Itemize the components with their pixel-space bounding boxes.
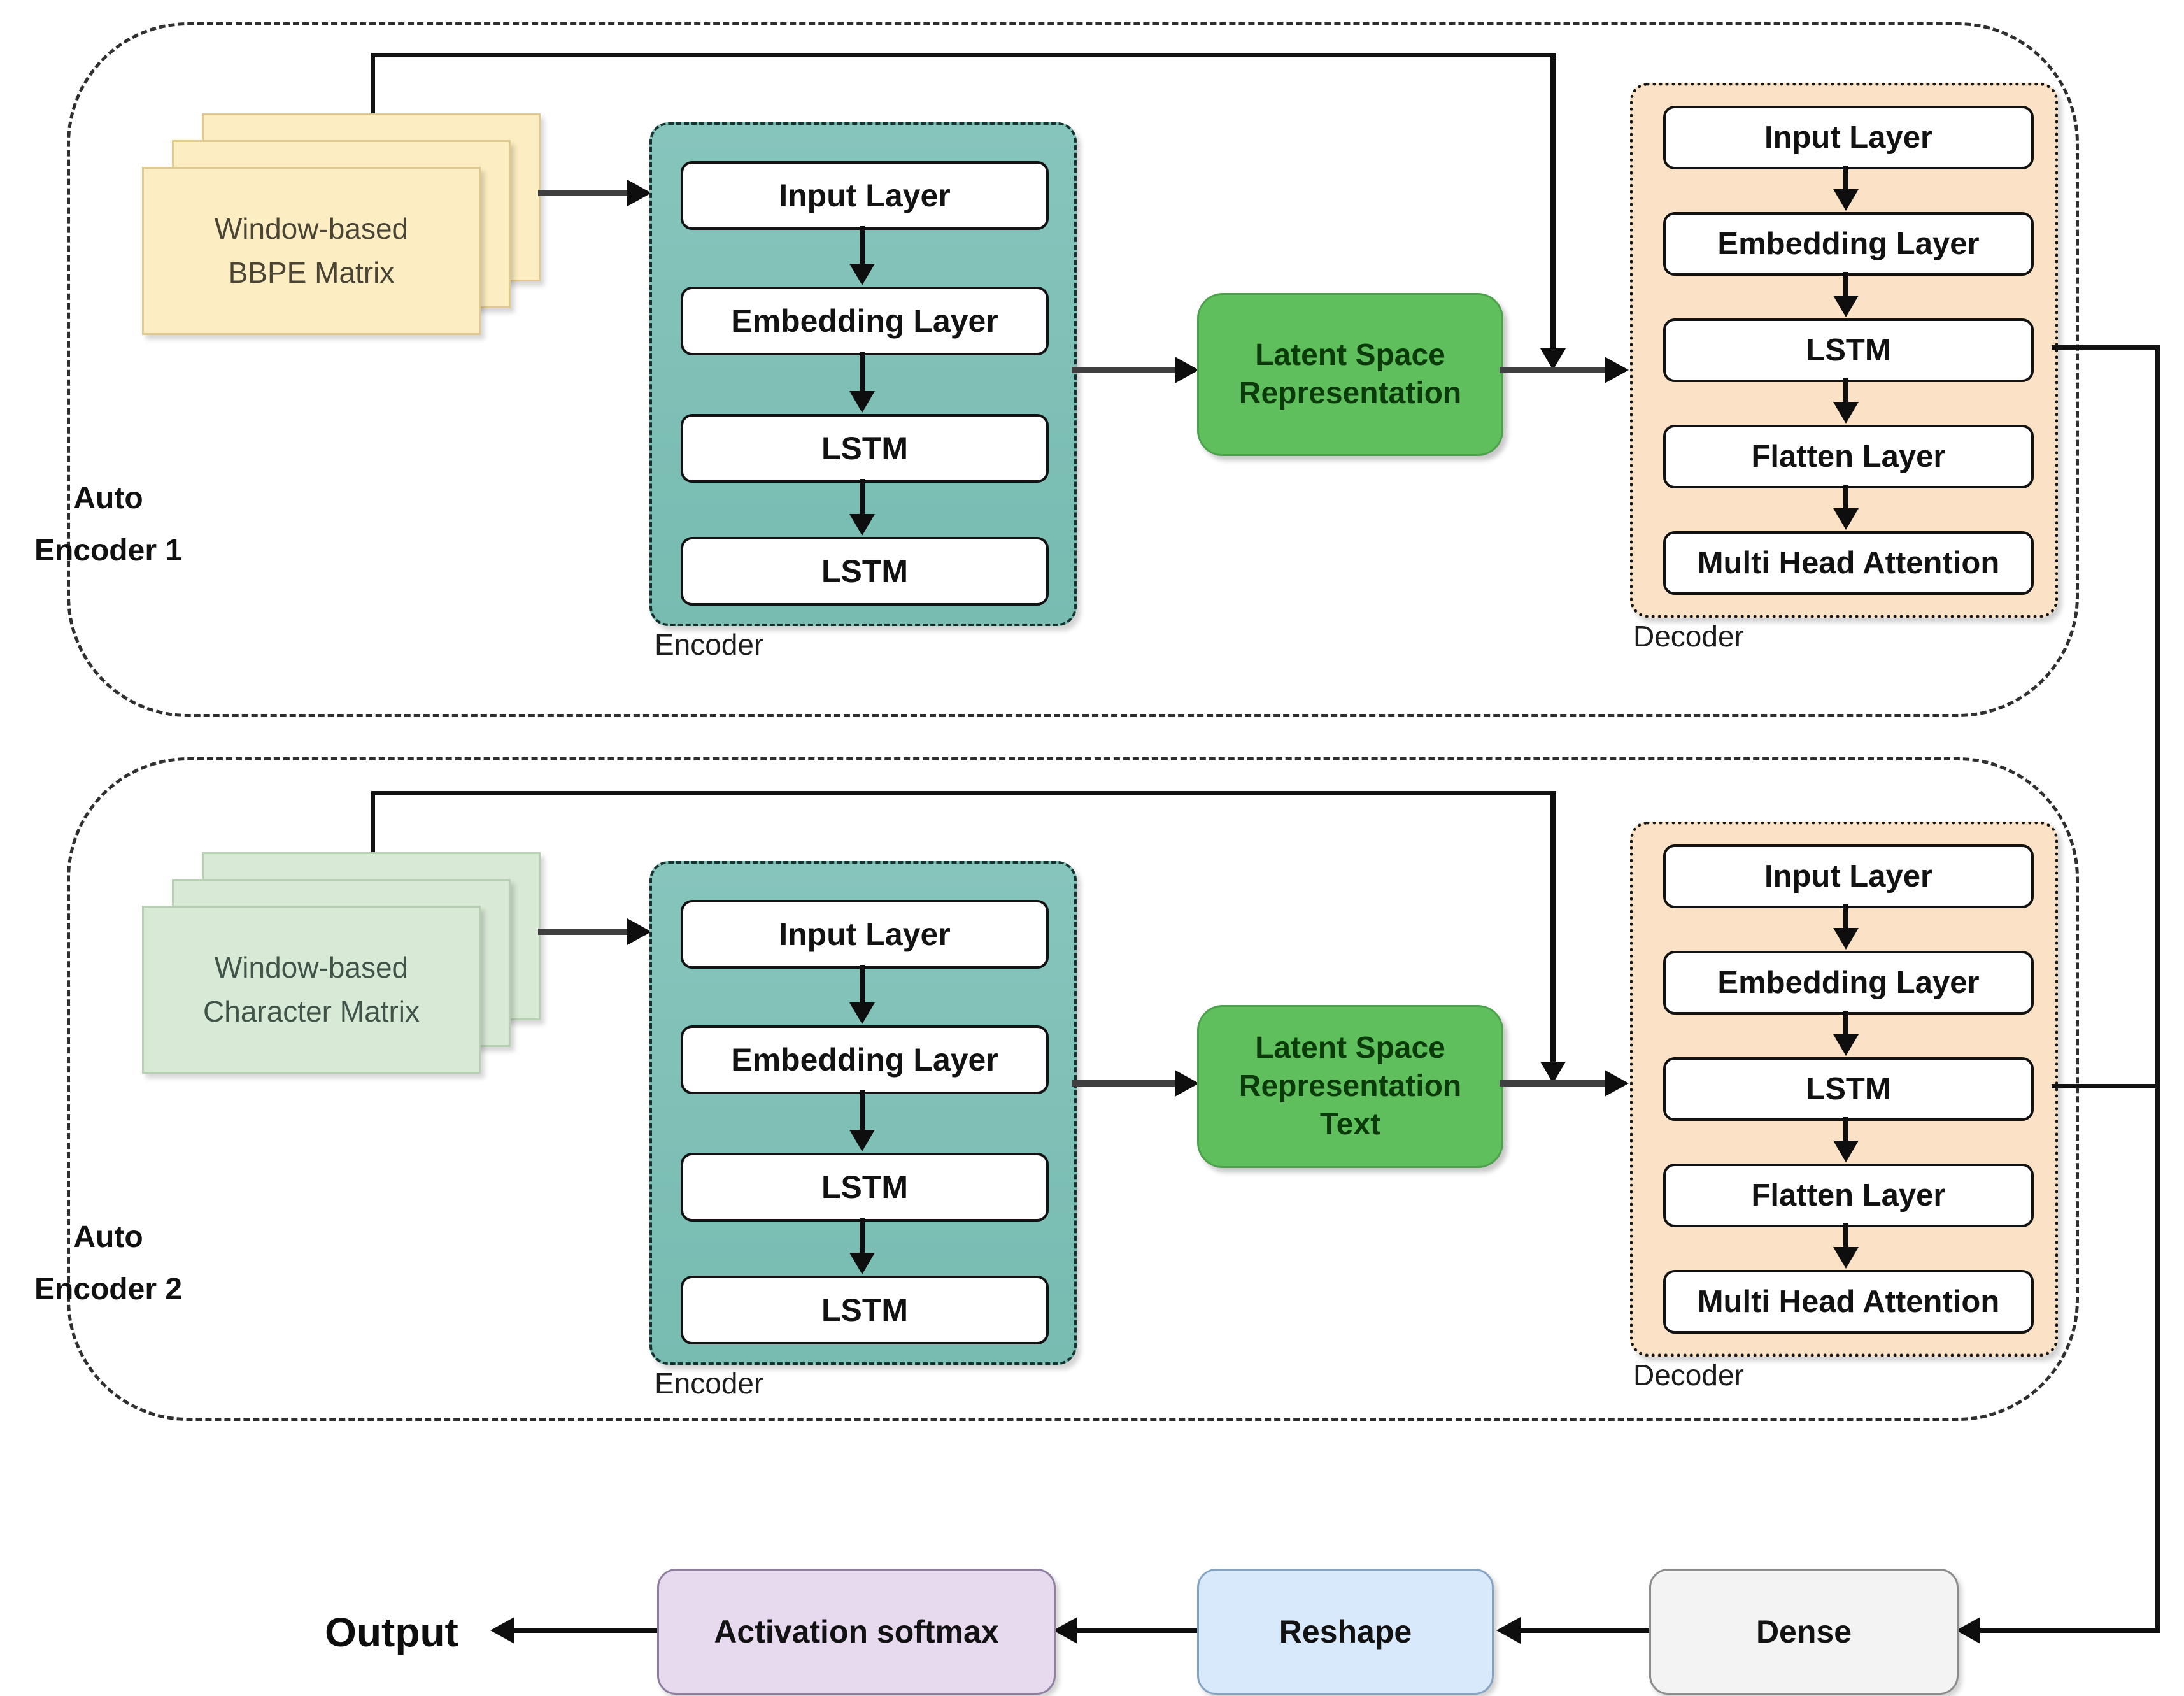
encoder2-layer-input: Input Layer bbox=[681, 900, 1049, 969]
collector-line-vertical bbox=[2155, 345, 2160, 1633]
bbpe-matrix-card-text: Window-based BBPE Matrix bbox=[144, 169, 479, 333]
autoencoder1-label-line2: Encoder 1 bbox=[34, 533, 183, 567]
encoder1-layer-embedding: Embedding Layer bbox=[681, 287, 1049, 355]
latent-space-2: Latent Space Representation Text bbox=[1197, 1005, 1503, 1168]
encoder1-arrow-1 bbox=[848, 226, 876, 285]
character-card-line2: Character Matrix bbox=[203, 995, 420, 1028]
latent1-line2: Representation bbox=[1238, 376, 1462, 410]
ae2-feedback-line-vertical-left bbox=[371, 793, 375, 853]
character-matrix-card-front: Window-based Character Matrix bbox=[142, 906, 481, 1074]
ae1-feedback-arrow-down bbox=[1539, 53, 1567, 370]
ae1-feedback-line-horizontal bbox=[371, 53, 1556, 57]
decoder2-arrow-4 bbox=[1832, 1223, 1860, 1269]
bbpe-matrix-card-front: Window-based BBPE Matrix bbox=[142, 167, 481, 335]
arrow-dense-to-reshape bbox=[1496, 1616, 1649, 1644]
arrow-latent1-to-decoder1 bbox=[1500, 356, 1629, 384]
autoencoder1-label-line1: Auto bbox=[73, 481, 143, 515]
decoder2-exit-line bbox=[2052, 1084, 2160, 1088]
autoencoder1-frame bbox=[67, 22, 2079, 717]
autoencoder2-frame bbox=[67, 757, 2079, 1421]
encoder1-arrow-2 bbox=[848, 352, 876, 413]
encoder2-arrow-3 bbox=[848, 1218, 876, 1274]
latent2-line2: Representation bbox=[1238, 1069, 1462, 1103]
latent2-line3: Text bbox=[1319, 1108, 1381, 1141]
arrow-encoder1-to-latent1 bbox=[1072, 356, 1199, 384]
reshape-box: Reshape bbox=[1197, 1569, 1494, 1695]
decoder2-layer-input: Input Layer bbox=[1663, 844, 2034, 908]
encoder1-layer-lstm1: LSTM bbox=[681, 414, 1049, 483]
latent1-line1: Latent Space bbox=[1255, 338, 1445, 372]
decoder2-layer-embedding: Embedding Layer bbox=[1663, 951, 2034, 1015]
decoder1-layer-mha: Multi Head Attention bbox=[1663, 531, 2034, 595]
ae2-feedback-arrow-down bbox=[1539, 791, 1567, 1083]
arrow-cards-to-encoder1 bbox=[538, 179, 651, 207]
autoencoder1-label: Auto Encoder 1 bbox=[19, 473, 197, 576]
arrow-activation-to-output bbox=[490, 1616, 657, 1644]
encoder2-layer-embedding: Embedding Layer bbox=[681, 1025, 1049, 1094]
latent-space-1: Latent Space Representation bbox=[1197, 293, 1503, 456]
dense-box: Dense bbox=[1649, 1569, 1959, 1695]
autoencoder2-label-line1: Auto bbox=[73, 1220, 143, 1254]
decoder1-arrow-4 bbox=[1832, 485, 1860, 530]
ae2-feedback-line-horizontal bbox=[371, 791, 1556, 795]
decoder1-arrow-1 bbox=[1832, 166, 1860, 211]
decoder1-layer-input: Input Layer bbox=[1663, 106, 2034, 169]
decoder1-exit-line bbox=[2052, 345, 2160, 350]
decoder2-arrow-2 bbox=[1832, 1011, 1860, 1056]
decoder1-arrow-2 bbox=[1832, 272, 1860, 317]
encoder2-arrow-2 bbox=[848, 1090, 876, 1151]
decoder1-layer-flatten: Flatten Layer bbox=[1663, 425, 2034, 488]
encoder2-layer-lstm1: LSTM bbox=[681, 1153, 1049, 1222]
decoder1-arrow-3 bbox=[1832, 378, 1860, 424]
character-matrix-card-text: Window-based Character Matrix bbox=[144, 908, 479, 1072]
encoder1-arrow-3 bbox=[848, 479, 876, 536]
autoencoder2-label-line2: Encoder 2 bbox=[34, 1272, 183, 1306]
decoder2-layer-flatten: Flatten Layer bbox=[1663, 1164, 2034, 1227]
encoder2-arrow-1 bbox=[848, 965, 876, 1024]
arrow-cards-to-encoder2 bbox=[538, 918, 651, 946]
decoder1-caption: Decoder bbox=[1633, 620, 1744, 653]
bbpe-card-line2: BBPE Matrix bbox=[228, 256, 395, 289]
decoder1-layer-lstm: LSTM bbox=[1663, 318, 2034, 382]
latent2-line1: Latent Space bbox=[1255, 1031, 1445, 1065]
output-label: Output bbox=[325, 1609, 458, 1655]
decoder2-layer-mha: Multi Head Attention bbox=[1663, 1270, 2034, 1334]
character-card-line1: Window-based bbox=[214, 951, 409, 984]
arrow-encoder2-to-latent2 bbox=[1072, 1069, 1199, 1097]
decoder2-arrow-1 bbox=[1832, 904, 1860, 950]
activation-softmax-box: Activation softmax bbox=[657, 1569, 1056, 1695]
ae1-feedback-line-vertical-left bbox=[371, 55, 375, 115]
decoder1-layer-embedding: Embedding Layer bbox=[1663, 212, 2034, 276]
arrow-collector-to-dense bbox=[1956, 1616, 2159, 1644]
arrow-reshape-to-activation bbox=[1053, 1616, 1197, 1644]
encoder2-caption: Encoder bbox=[655, 1367, 764, 1400]
decoder2-arrow-3 bbox=[1832, 1117, 1860, 1162]
bbpe-card-line1: Window-based bbox=[214, 212, 409, 245]
encoder1-layer-lstm2: LSTM bbox=[681, 537, 1049, 606]
encoder1-caption: Encoder bbox=[655, 628, 764, 661]
encoder1-layer-input: Input Layer bbox=[681, 161, 1049, 230]
decoder2-caption: Decoder bbox=[1633, 1358, 1744, 1392]
arrow-latent2-to-decoder2 bbox=[1500, 1069, 1629, 1097]
decoder2-layer-lstm: LSTM bbox=[1663, 1057, 2034, 1121]
autoencoder2-label: Auto Encoder 2 bbox=[19, 1211, 197, 1315]
encoder2-layer-lstm2: LSTM bbox=[681, 1276, 1049, 1344]
